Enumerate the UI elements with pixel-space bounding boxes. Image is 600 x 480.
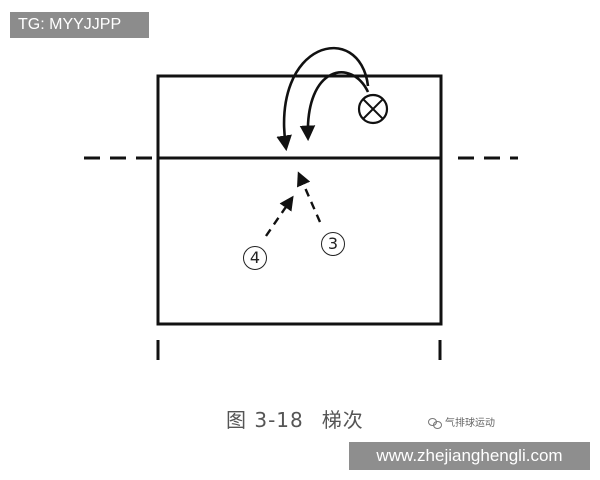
watermark-text: 气排球运动 (445, 418, 495, 429)
figure-caption: 图 3-18 梯次 (226, 404, 364, 433)
player-3-movement-arrow (297, 171, 322, 223)
telegram-badge: TG: MYYJJPP (10, 12, 149, 38)
url-banner: www.zhejianghengli.com (349, 442, 590, 470)
wechat-watermark: 气排球运动 (428, 414, 495, 429)
figure-number: 图 3-18 (226, 408, 304, 432)
ball-icon (357, 93, 389, 125)
ball-path-inner (299, 71, 370, 142)
player-3-marker: 3 (321, 232, 345, 256)
player-4-movement-arrow (265, 195, 294, 237)
court-outline (156, 74, 443, 326)
ball-path-outer (276, 47, 370, 152)
player-4-marker: 4 (243, 246, 267, 270)
figure-title: 梯次 (321, 408, 364, 432)
wechat-icon (428, 418, 442, 429)
